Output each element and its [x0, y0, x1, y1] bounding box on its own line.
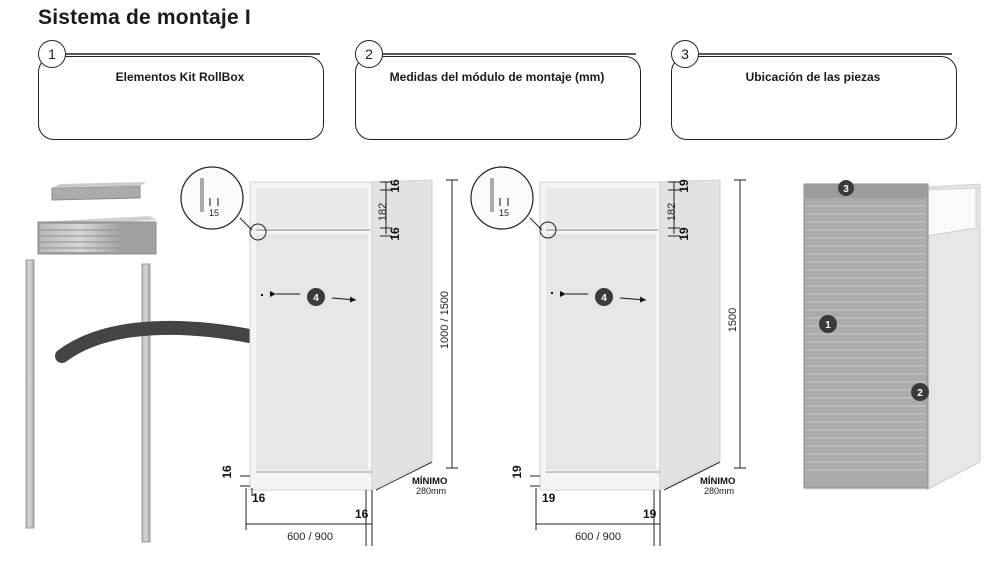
assembled-marker-shutter — [819, 315, 837, 333]
assembled-marker-side — [911, 383, 929, 401]
cab-b-detail-value: 15 — [499, 208, 509, 218]
step-3-box — [671, 56, 957, 140]
cab-b-top-thickness: 19 — [677, 179, 691, 193]
step-connectors — [66, 53, 952, 55]
kit-roll-box — [37, 216, 157, 255]
step-2-box — [355, 56, 641, 140]
cab-a-side-right: 16 — [355, 507, 369, 521]
cab-b-dimensions: 19 182 19 1500 19 19 19 600 / 900 MÍNIMO… — [510, 179, 746, 546]
step-1-label: Elementos Kit RollBox — [115, 70, 245, 84]
kit-guide-right — [141, 263, 151, 543]
step-3-label: Ubicación de las piezas — [745, 70, 881, 84]
cab-a-detail: 15 — [180, 166, 267, 241]
cab-b-width: 600 / 900 — [575, 531, 621, 543]
cab-b-side-left: 19 — [542, 491, 556, 505]
cabinet-a — [249, 179, 433, 491]
cab-b-min-depth: 280mm — [704, 486, 734, 496]
step-1-box — [38, 56, 324, 140]
cab-a-side-left: 16 — [252, 491, 266, 505]
cab-b-side-right: 19 — [643, 507, 657, 521]
cab-a-dimensions: 16 182 16 1000 / 1500 16 16 16 600 / 900… — [220, 179, 458, 546]
assembled-cabinet: 3 1 2 — [803, 180, 981, 491]
cab-a-marker — [307, 288, 325, 306]
cab-b-height: 1500 — [727, 308, 739, 332]
step-1-number: 1 — [38, 40, 66, 68]
assembled-marker-top-label: 3 — [843, 184, 849, 195]
step-3-number: 3 — [671, 40, 699, 68]
assembled-marker-top — [838, 180, 854, 196]
cab-a-shelf-gap: 182 — [377, 203, 389, 221]
page-title: Sistema de montaje I — [38, 6, 251, 29]
cab-a-detail-value: 15 — [209, 208, 219, 218]
assembled-marker-side-label: 2 — [917, 388, 923, 399]
assembled-marker-shutter-label: 1 — [825, 320, 831, 331]
cab-a-height: 1000 / 1500 — [439, 291, 451, 349]
cab-b-marker — [595, 288, 613, 306]
shutter-slats — [806, 205, 926, 471]
kit-top-profile — [51, 182, 146, 201]
cabinet-b — [539, 179, 721, 491]
cab-b-detail: 15 — [470, 166, 557, 239]
cab-b-marker-label: 4 — [601, 293, 607, 304]
cab-a-bottom-thickness: 16 — [220, 465, 234, 479]
step-2-panel: 2 Medidas del módulo de montaje (mm) — [355, 40, 667, 140]
cab-a-min-label: MÍNIMO — [412, 476, 447, 487]
assembly-scene: 15 16 182 16 1000 / 1500 16 16 16 600 / … — [0, 150, 1000, 562]
assembly-drawing: 15 16 182 16 1000 / 1500 16 16 16 600 / … — [25, 166, 981, 546]
cab-a-width: 600 / 900 — [287, 531, 333, 543]
cab-a-top-thickness: 16 — [388, 179, 402, 193]
cab-a-shelf-thickness: 16 — [388, 227, 402, 241]
cab-b-shelf-thickness: 19 — [677, 227, 691, 241]
kit-guide-left — [25, 259, 35, 529]
cab-b-bottom-thickness: 19 — [510, 465, 524, 479]
step-1-panel: 1 Elementos Kit RollBox — [38, 40, 350, 140]
step-2-number: 2 — [355, 40, 383, 68]
step-3-panel: 3 Ubicación de las piezas — [671, 40, 983, 140]
cab-b-shelf-gap: 182 — [666, 203, 678, 221]
cab-a-marker-label: 4 — [313, 293, 319, 304]
cab-a-min-depth: 280mm — [416, 486, 446, 496]
step-2-label: Medidas del módulo de montaje (mm) — [389, 70, 605, 84]
cab-b-min-label: MÍNIMO — [700, 476, 735, 487]
